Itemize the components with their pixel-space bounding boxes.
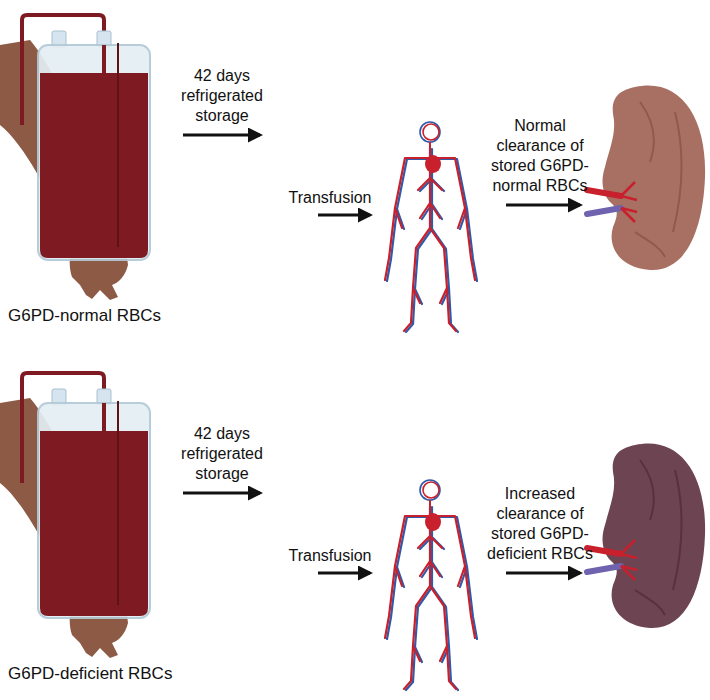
row-caption: G6PD-deficient RBCs [8,663,228,685]
body-vasculature [385,480,477,690]
outcome-label: Increased clearance of stored G6PD-defic… [481,484,599,564]
step-label: 42 days refrigerated storage [166,66,278,126]
spleen-normal [587,85,705,270]
body-vasculature [385,122,477,332]
donor-arm-blood-bag [0,15,150,300]
donor-arm-blood-bag [0,373,150,658]
outcome-label: Normal clearance of stored G6PD-normal R… [481,116,599,196]
step-label: Transfusion [275,546,385,566]
row-caption: G6PD-normal RBCs [8,305,228,327]
step-label: 42 days refrigerated storage [166,424,278,484]
step-label: Transfusion [275,188,385,208]
spleen-enlarged-clearance [587,443,705,628]
